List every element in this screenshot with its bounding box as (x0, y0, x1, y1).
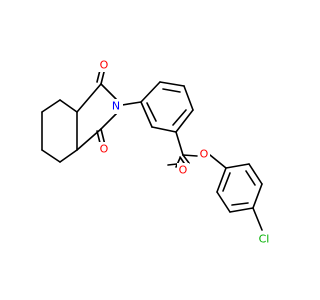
bond (175, 109, 194, 133)
bond (140, 101, 153, 128)
atom-mask (177, 163, 189, 177)
bond (209, 154, 227, 169)
atom-label-o-carbonyl: O (179, 164, 188, 177)
bond (231, 202, 249, 206)
bond (252, 183, 263, 209)
bond (140, 81, 161, 103)
atom-label-o-top: O (100, 59, 109, 72)
atom-label-o-ester: O (200, 148, 209, 161)
atom-label-n: N (112, 100, 120, 113)
bond (151, 126, 177, 133)
bond (182, 154, 190, 164)
bond (183, 85, 194, 111)
bond (245, 170, 256, 186)
bond (162, 88, 181, 93)
atom-mask (98, 142, 110, 156)
bond (175, 157, 181, 168)
atom-mask (98, 58, 110, 72)
bond (229, 207, 254, 213)
bond (252, 207, 263, 231)
bond (76, 83, 102, 113)
bond (182, 154, 198, 157)
bond (222, 172, 231, 192)
bond (175, 131, 184, 156)
bond (159, 81, 185, 87)
atom-mask (198, 147, 210, 161)
atom-label-cl: Cl (259, 233, 270, 246)
atom-label-layer: O N O O O Cl (98, 58, 273, 246)
bond (216, 167, 227, 193)
bond (225, 163, 250, 169)
bond-layer (41, 65, 263, 231)
bond (248, 163, 263, 185)
bond (59, 99, 78, 113)
bond (167, 163, 178, 166)
atom-mask (110, 99, 123, 114)
bond (146, 102, 157, 122)
atom-label-o-bottom: O (100, 143, 109, 156)
bond (41, 99, 61, 113)
bond (216, 191, 231, 213)
bond (172, 109, 187, 126)
atom-mask (255, 232, 273, 246)
bond (100, 113, 117, 130)
bond (41, 149, 61, 163)
bond (59, 149, 78, 163)
bond (100, 83, 117, 100)
molecule-structure-drawing: O N O O O Cl (41, 58, 273, 246)
